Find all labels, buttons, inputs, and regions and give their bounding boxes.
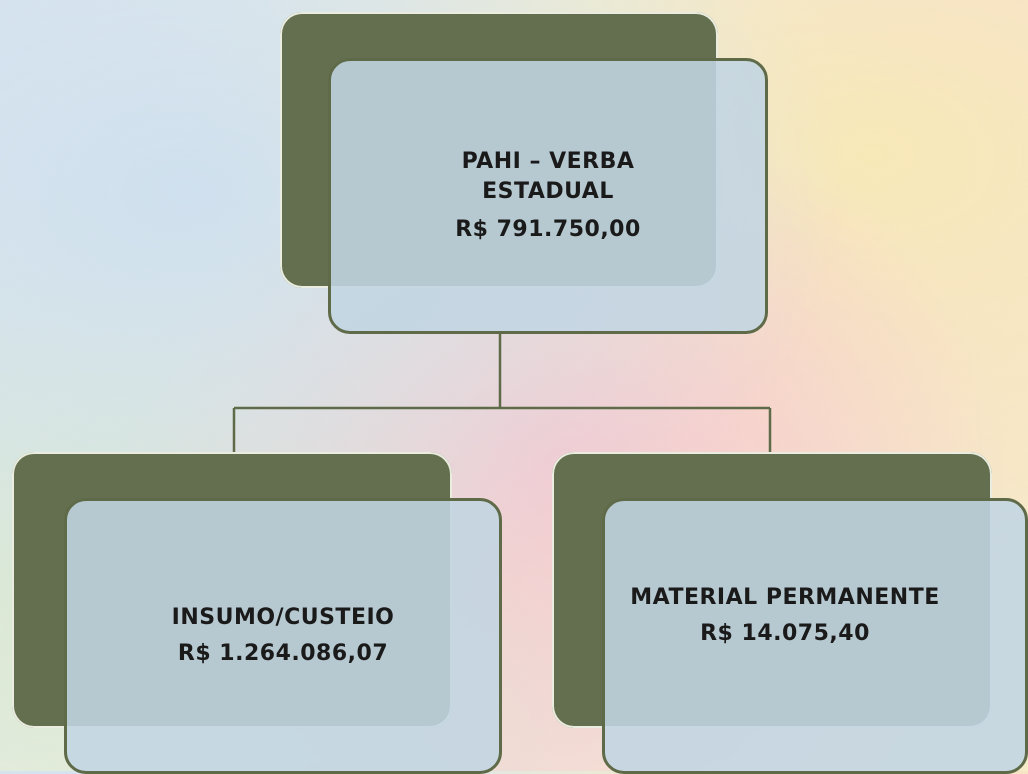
right-node-value: R$ 14.075,40 [700, 621, 870, 646]
root-node-value: R$ 791.750,00 [455, 217, 641, 242]
left-node-value: R$ 1.264.086,07 [177, 641, 389, 666]
left-node: INSUMO/CUSTEIO R$ 1.264.086,07 [64, 498, 502, 774]
right-node: MATERIAL PERMANENTE R$ 14.075,40 [602, 498, 1028, 774]
right-node-title: MATERIAL PERMANENTE [630, 585, 940, 610]
root-node-title: PAHI – VERBA ESTADUAL [461, 149, 635, 204]
root-node: PAHI – VERBA ESTADUAL R$ 791.750,00 [328, 58, 768, 334]
left-node-title: INSUMO/CUSTEIO [171, 605, 395, 630]
